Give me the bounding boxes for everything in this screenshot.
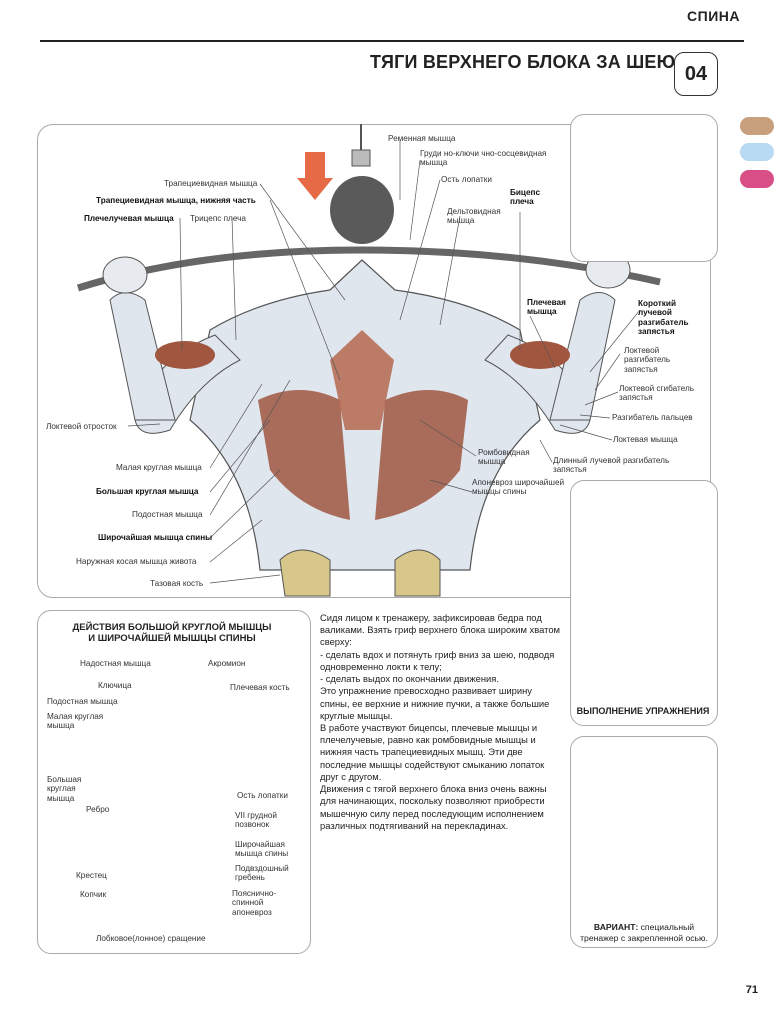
- section-title: СПИНА: [687, 8, 740, 24]
- inset-akromion: Акромион: [208, 659, 246, 668]
- inset-podvzdoshny: Подвздошный гребень: [235, 864, 289, 883]
- label-bitseps: Бицепс плеча: [510, 188, 541, 207]
- label-os-lopatki: Ость лопатки: [441, 175, 492, 184]
- label-aponevroz: Апоневроз широчайшей мышцы спины: [472, 478, 565, 497]
- label-loktevoy-sgib: Локтевой сгибатель запястья: [619, 384, 694, 403]
- inset-klyuchitsa: Ключица: [98, 681, 132, 690]
- label-podostnaya: Подостная мышца: [132, 510, 203, 519]
- label-bolshaya-kruglaya: Большая круглая мышца: [96, 487, 199, 496]
- inset-panel: [37, 610, 311, 954]
- inset-krestets: Крестец: [76, 871, 107, 880]
- color-tab-2: [740, 143, 774, 161]
- inset-plechevaya-kost: Плечевая кость: [230, 683, 290, 692]
- inset-nadostnaya: Надостная мышца: [80, 659, 151, 668]
- label-tritseps: Трицепс плеча: [190, 214, 246, 223]
- label-remennaya: Ременная мышца: [388, 134, 456, 143]
- variant-label: ВАРИАНТ:: [593, 922, 639, 932]
- description-para-2: - сделать вдох и потянуть гриф вниз за ш…: [320, 648, 555, 672]
- inset-os-lopatki: Ость лопатки: [237, 791, 288, 800]
- label-loktevaya: Локтевая мышца: [613, 435, 678, 444]
- exercise-number: 04: [674, 52, 718, 96]
- label-trapets: Трапециевидная мышца: [164, 179, 258, 188]
- variant-text: специальный тренажер с закрепленной осью…: [580, 922, 708, 943]
- label-plechevaya: Плечевая мышца: [527, 298, 566, 317]
- inset-title-line-2: И ШИРОЧАЙШЕЙ МЫШЦЫ СПИНЫ: [88, 633, 256, 644]
- thumbnail-muscles-panel: [570, 114, 718, 262]
- description: Сидя лицом к тренажеру, зафиксировав бед…: [320, 612, 564, 832]
- label-naruzhnaya: Наружная косая мышца живота: [76, 557, 197, 566]
- label-romboid: Ромбовидная мышца: [478, 448, 530, 467]
- inset-podostnaya: Подостная мышца: [47, 697, 118, 706]
- inset-poyasnichno: Пояснично-спинной апоневроз: [232, 889, 277, 917]
- execution-caption: ВЫПОЛНЕНИЕ УПРАЖНЕНИЯ: [576, 706, 710, 716]
- execution-panel: [570, 480, 718, 726]
- label-shirochayshaya: Широчайшая мышца спины: [98, 533, 213, 542]
- description-para-4: Это упражнение превосходно развивает шир…: [320, 685, 550, 721]
- color-tab-3: [740, 170, 774, 188]
- label-tazovaya: Тазовая кость: [150, 579, 204, 588]
- label-plecheluch: Плечелучевая мышца: [84, 214, 174, 223]
- page-title: ТЯГИ ВЕРХНЕГО БЛОКА ЗА ШЕЮ: [370, 52, 676, 72]
- label-deltovid: Дельтовидная мышца: [447, 207, 501, 226]
- inset-title: ДЕЙСТВИЯ БОЛЬШОЙ КРУГЛОЙ МЫШЦЫ И ШИРОЧАЙ…: [52, 622, 292, 644]
- variant-panel: [570, 736, 718, 948]
- label-razg-paltsev: Разгибатель пальцев: [612, 413, 693, 422]
- inset-kopchik: Копчик: [80, 890, 107, 899]
- label-korotkiy: Короткий лучевой разгибатель запястья: [638, 299, 689, 337]
- description-para-5: В работе участвуют бицепсы, плечевые мыш…: [320, 721, 545, 782]
- inset-malaya: Малая круглая мышца: [47, 712, 104, 731]
- page-number: 71: [745, 984, 758, 996]
- inset-title-line-1: ДЕЙСТВИЯ БОЛЬШОЙ КРУГЛОЙ МЫШЦЫ: [72, 622, 272, 633]
- description-para-1: Сидя лицом к тренажеру, зафиксировав бед…: [320, 612, 560, 648]
- inset-lobkovoe: Лобковое(лонное) сращение: [96, 934, 206, 943]
- variant-caption: ВАРИАНТ: специальный тренажер с закрепле…: [576, 922, 712, 943]
- inset-rebro: Ребро: [86, 805, 110, 814]
- top-divider: [40, 40, 744, 42]
- label-loktevoy-razg: Локтевой разгибатель запястья: [624, 346, 671, 374]
- label-loktevoy-otrostok: Локтевой отросток: [46, 422, 117, 431]
- label-malaya-kruglaya: Малая круглая мышца: [116, 463, 202, 472]
- label-trapets-niz: Трапециевидная мышца, нижняя часть: [96, 196, 256, 205]
- label-grudino: Груди но-ключи чно-сосцевидная мышца: [420, 149, 547, 168]
- label-dlinny: Длинный лучевой разгибатель запястья: [553, 456, 670, 475]
- inset-bolshaya: Большая круглая мышца: [47, 775, 82, 803]
- inset-vii: VII грудной позвонок: [235, 811, 277, 830]
- description-para-6: Движения с тягой верхнего блока вниз оче…: [320, 783, 547, 831]
- inset-shirochayshaya: Широчайшая мышца спины: [235, 840, 289, 859]
- description-para-3: - сделать выдох по окончании движения.: [320, 673, 499, 685]
- color-tab-1: [740, 117, 774, 135]
